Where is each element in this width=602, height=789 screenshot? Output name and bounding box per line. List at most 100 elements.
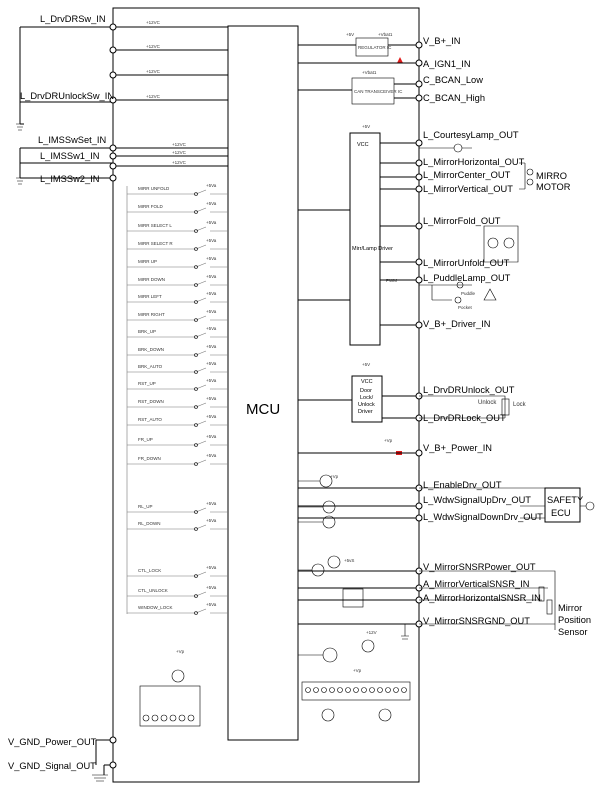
switch-supply-label: +5Va	[206, 344, 217, 349]
bottom-transistor-array	[139, 681, 411, 727]
bottom-array-elements	[142, 687, 407, 722]
left-pin-gnd-signal: V_GND_Signal_OUT	[8, 761, 96, 771]
internal-switch-row: RL_UP+5Va	[127, 501, 228, 514]
switch-supply-label: +5Va	[206, 256, 217, 261]
right-pin-bcan-low: C_BCAN_Low	[423, 75, 483, 85]
array-transistor	[169, 714, 177, 722]
left-pin-drvdrunlocksw: L_DrvDRUnlockSw_IN	[20, 91, 114, 101]
mcu-label: MCU	[246, 401, 280, 418]
internal-switch-row: MIRR FOLD +5Va	[127, 201, 228, 214]
internal-switch-row: FR_UP+5Va	[127, 434, 228, 447]
p12vc-7: +12VC	[172, 160, 187, 165]
right-pin-wdw-down: L_WdwSignalDownDrv_OUT	[423, 512, 543, 522]
switch-supply-label: +5Va	[206, 238, 217, 243]
driver-transistors	[171, 474, 392, 722]
vp-label-3: +Vp	[176, 649, 185, 654]
mirror-lamp-driver-block	[349, 132, 381, 346]
right-pin-courtesy-lamp: L_CourtesyLamp_OUT	[423, 130, 519, 140]
right-pin-vb-in: V_B+_IN	[423, 36, 460, 46]
array-transistor	[385, 687, 391, 693]
unlock-label: Unlock	[478, 400, 497, 406]
door-driver-line4: Driver	[358, 409, 373, 415]
vp-label: +Vp	[384, 438, 393, 443]
right-pin-vb-power: V_B+_Power_IN	[423, 443, 492, 453]
internal-switch-label: MIRR DOWN	[138, 277, 165, 282]
array-transistor	[401, 687, 407, 693]
switch-supply-label: +5Va	[206, 396, 217, 401]
internal-switch-row: MIRR RIGHT+5Va	[127, 309, 228, 322]
door-driver-line1: Door	[360, 388, 372, 394]
internal-switch-label: BRK_AUTO	[138, 364, 163, 369]
mirror-motor-line2: MOTOR	[536, 182, 571, 192]
internal-switch-row: MIRR UP +5Va	[127, 256, 228, 269]
internal-switch-row: MIRR SELECT R +5Va	[127, 238, 228, 251]
left-pin-nodes	[109, 23, 117, 769]
p12vc-5: +12VC	[172, 142, 187, 147]
internal-switch-label: RST_AUTO	[138, 417, 162, 422]
mcu-block	[227, 25, 299, 741]
internal-switch-label: MIRR RIGHT	[138, 312, 165, 317]
switch-supply-label: +5Va	[206, 183, 217, 188]
p12vc-1: +12VC	[146, 20, 161, 25]
right-pin-mirror-horizontal: L_MirrorHorizontal_OUT	[423, 157, 525, 167]
internal-switch-row: MIRR UNFOLD +5Va	[127, 183, 228, 196]
array-transistor	[377, 687, 383, 693]
internal-switch-row: BRK_DOWN +5Va	[127, 344, 228, 357]
fold-motor-icon	[483, 225, 519, 263]
internal-switch-label: MIRR FOLD	[138, 204, 164, 209]
right-pin-mirror-vertical: L_MirrorVertical_OUT	[423, 184, 513, 194]
switch-supply-label: +5Va	[206, 602, 217, 607]
switch-supply-label: +5Va	[206, 518, 217, 523]
right-pin-wdw-up: L_WdwSignalUpDrv_OUT	[423, 495, 531, 505]
internal-switch-label: MIRR SELECT R	[138, 241, 173, 246]
p5vs-label: +5vS	[344, 558, 354, 563]
array-transistor	[329, 687, 335, 693]
right-pin-mirror-center: L_MirrorCenter_OUT	[423, 170, 511, 180]
internal-switch-row: RST_AUTO+5Va	[127, 414, 228, 427]
internal-switch-row: MIRR DOWN +5Va	[127, 274, 228, 287]
array-transistor	[142, 714, 150, 722]
p12vc-2: +12VC	[146, 44, 161, 49]
internal-switch-label: RL_DOWN	[138, 521, 161, 526]
mirror-sensor-line2: Position	[558, 615, 591, 625]
courtesy-lamp-icon	[453, 143, 463, 153]
vp-label-2: +Vp	[330, 474, 339, 479]
vp-label-4: +Vp	[353, 668, 362, 673]
right-pin-drvdr-unlock: L_DrvDRUnlock_OUT	[423, 385, 515, 395]
array-transistor	[345, 687, 351, 693]
lock-label: Lock	[513, 402, 527, 408]
array-transistor	[393, 687, 399, 693]
array-transistor	[187, 714, 195, 722]
internal-switch-label: BRK_DOWN	[138, 347, 164, 352]
internal-switch-label: MIRR UNFOLD	[138, 186, 170, 191]
p12vc-6: +12VC	[172, 150, 187, 155]
p12v-label: +12V	[366, 630, 377, 635]
internal-switch-row: BRK_UP+5Va	[127, 326, 228, 339]
switch-supply-label: +5Va	[206, 326, 217, 331]
internal-switch-row: RL_DOWN +5Va	[127, 518, 228, 531]
switch-supply-label: +5Va	[206, 274, 217, 279]
switch-supply-label: +5Va	[206, 453, 217, 458]
right-pin-ign1: A_IGN1_IN	[423, 59, 471, 69]
p5v-label: +5V	[346, 32, 354, 37]
vbat-label: +Vbat1	[378, 32, 393, 37]
internal-switch-label: CTL_UNLOCK	[138, 588, 168, 593]
internal-switch-row: MIRR SELECT L+5Va	[127, 220, 228, 233]
internal-switch-label: RST_UP	[138, 381, 156, 386]
mirror-sensor-line1: Mirror	[558, 603, 582, 613]
internal-switch-row: CTL_LOCK+5Va	[127, 565, 228, 578]
right-pin-vertical-snsr: A_MirrorVerticalSNSR_IN	[423, 579, 529, 589]
array-transistor	[178, 714, 186, 722]
door-driver-line2: Lock/	[360, 395, 374, 401]
internal-switch-row: FR_DOWN+5Va	[127, 453, 228, 466]
array-transistor	[369, 687, 375, 693]
door-lock-driver-block	[351, 375, 383, 423]
internal-switch-label: MIRR LEFT	[138, 294, 162, 299]
internal-switch-label: RL_UP	[138, 504, 153, 509]
switch-supply-label: +5Va	[206, 201, 217, 206]
driver-vcc-label: VCC	[357, 142, 369, 148]
internal-switch-label: MIRR UP	[138, 259, 157, 264]
array-transistor	[337, 687, 343, 693]
